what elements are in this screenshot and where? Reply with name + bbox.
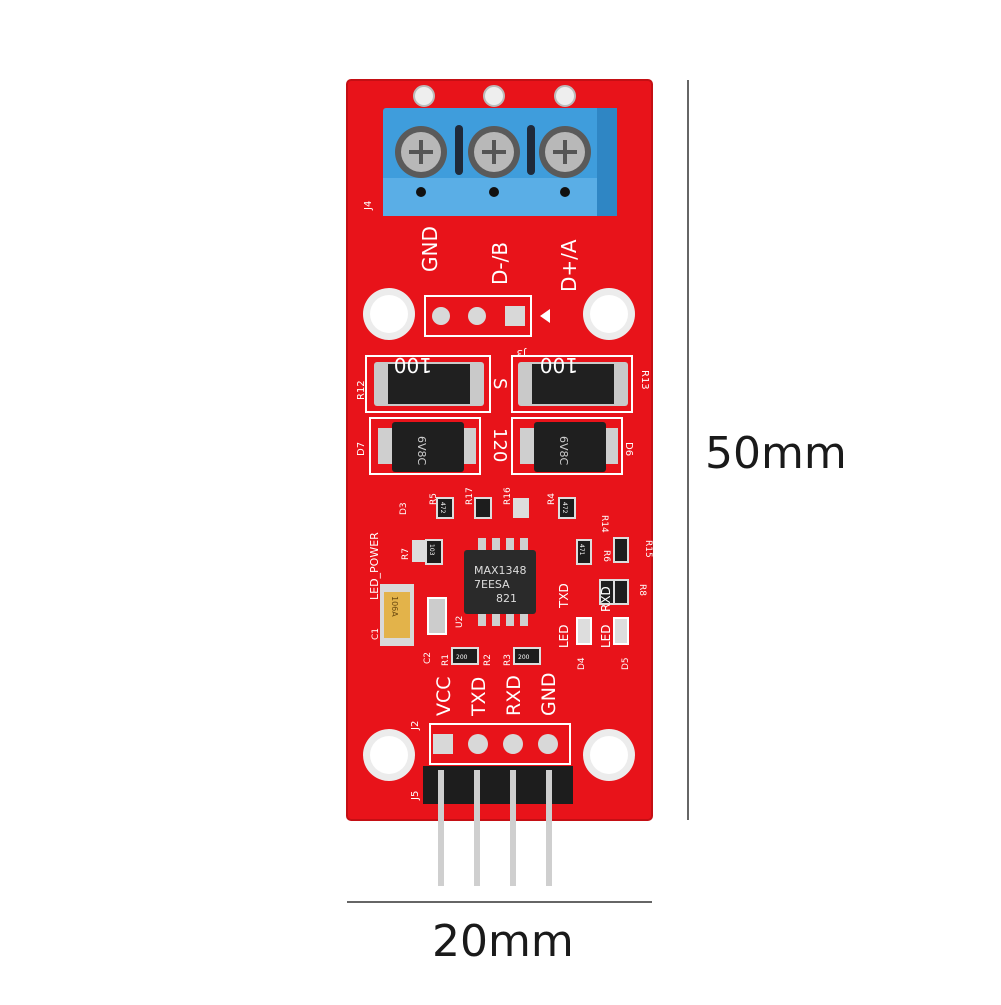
d6-marking: 6V8C [557,436,570,466]
pcb-board [347,80,652,820]
diode-d7 [369,417,481,475]
pin-label-vcc: VCC [433,676,455,716]
label-u2: U2 [455,616,465,628]
label-r2: R2 [483,654,493,666]
r6-value: 471 [578,544,585,556]
label-d-minus-b: D-/B [488,242,512,285]
label-d4: D4 [577,657,587,670]
capacitor-c1 [380,584,414,646]
label-c2: C2 [423,652,433,664]
label-r5: R5 [429,493,439,505]
label-r13: R13 [639,370,650,390]
c1-marking: 106A [390,596,399,617]
label-s: S [489,378,510,389]
resistor-r13 [511,355,633,413]
label-led-power: LED_POWER [368,532,381,600]
r7-value: 103 [428,544,435,556]
label-r12: R12 [356,380,367,400]
mounting-holes [363,288,635,781]
label-r7: R7 [401,548,411,560]
label-led-rx: LED [599,624,613,648]
label-j5: J5 [410,791,421,801]
label-r17: R17 [465,487,475,505]
height-dimension-label: 50mm [705,428,847,479]
pin-header-j5 [423,766,573,886]
r1-value: 200 [456,654,468,661]
r13-value: 100 [540,353,578,377]
label-d3: D3 [399,502,409,515]
label-gnd-terminal: GND [418,226,442,272]
leds [412,540,629,645]
label-d6: D6 [623,442,634,456]
chip-marking-line2: 7EESA [474,578,510,591]
label-d5: D5 [621,657,631,670]
label-r4: R4 [547,493,557,505]
label-txd-led: TXD [557,583,571,609]
r4-value: 472 [561,502,568,514]
label-j2: J2 [410,721,421,731]
pin-label-txd: TXD [468,677,490,717]
resistor-r12 [365,355,491,413]
label-j4: J4 [363,201,374,211]
diode-d6 [511,417,623,475]
label-r3: R3 [503,654,513,666]
chip-marking-line3: 821 [496,592,517,605]
label-j3: J3 [517,347,527,358]
label-r15: R15 [643,540,653,558]
r5-value: 472 [439,502,446,514]
screw-terminal-block [383,108,617,216]
label-120: 120 [489,428,510,462]
r3-value: 200 [518,654,530,661]
r12-value: 100 [394,353,432,377]
small-resistors [425,497,629,665]
label-rxd-led: RXD [599,586,613,612]
label-r6: R6 [601,550,611,562]
d7-marking: 6V8C [415,436,428,466]
label-r14: R14 [599,515,609,533]
label-led-tx: LED [557,624,571,648]
pin-label-rxd: RXD [503,675,525,716]
label-r1: R1 [441,654,451,666]
label-d7: D7 [356,442,367,456]
pin-label-gnd: GND [538,672,560,716]
width-dimension-label: 20mm [432,916,574,967]
label-d-plus-a: D+/A [557,239,581,292]
label-r8: R8 [637,584,647,596]
ic-chip-u2 [464,538,536,626]
label-c1: C1 [371,628,381,640]
label-r16: R16 [503,487,513,505]
chip-marking-line1: MAX1348 [474,564,527,577]
